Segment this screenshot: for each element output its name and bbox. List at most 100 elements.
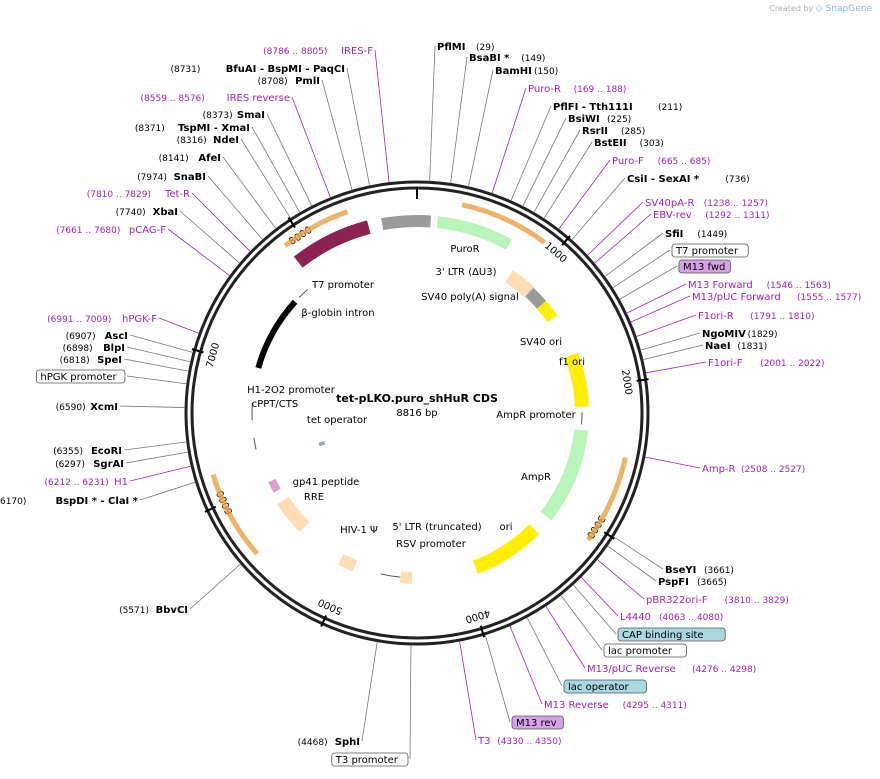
plasmid-size: 8816 bp (396, 408, 437, 419)
site-labels: PflMI(29)BsaBI *(149)BamHI(150)Puro-R(16… (0, 42, 861, 767)
helper-arc-2 (586, 457, 628, 542)
label-pos: (3661) (704, 566, 734, 576)
label-left-21: BspDI * - ClaI *(6170) (0, 496, 139, 507)
label-text: AscI (105, 331, 128, 342)
label-leaders (119, 45, 707, 760)
label-text: pBR322ori-F (646, 595, 708, 606)
label-right-17: F1ori-R(1791 .. 1810) (698, 311, 814, 322)
label-text: NgoMIV (702, 329, 746, 340)
tick-8000 (287, 216, 296, 229)
helper-arc-0 (283, 209, 349, 248)
label-text: XbaI (153, 207, 178, 218)
feature-1 (381, 215, 432, 231)
label-pos: (4330 .. 4350) (497, 737, 561, 747)
leader-right-5 (522, 117, 567, 207)
leader-right-16 (630, 295, 691, 323)
feature-label-1: IRES (389, 239, 412, 250)
label-pos: (1546 .. 1563) (767, 281, 831, 291)
label-box (671, 243, 749, 258)
label-pos: (150) (534, 67, 558, 77)
label-text: PflFI - Tth111I (553, 102, 633, 113)
label-pos: (4063 .. 4080) (659, 613, 723, 623)
label-left-4: SmaI(8373) (203, 110, 265, 121)
leader-right-25 (580, 576, 619, 617)
tick-label-5000: 5000 (317, 596, 345, 616)
feature-4 (525, 287, 547, 309)
feature-label-14: RRE (304, 492, 324, 503)
label-left-5: TspMI - XmaI(8371) (135, 123, 250, 134)
feature-outline-16 (253, 437, 257, 450)
label-left-6: NdeI(8316) (177, 135, 239, 146)
tick-3000 (603, 531, 615, 540)
label-pos: (8141) (159, 154, 189, 164)
label-left-2: PmlI(8708) (258, 76, 320, 87)
label-left-22: BbvCI(5571) (119, 605, 188, 616)
leader-right-31 (484, 634, 511, 723)
label-text: pCAG-F (129, 225, 166, 236)
label-right-14: M13 fwd (678, 259, 731, 274)
label-text: PspFI (658, 577, 689, 588)
label-right-6: RsrII(285) (582, 126, 645, 137)
label-left-19: SgrAI(6297) (55, 459, 124, 470)
label-pos: (8786 .. 8805) (263, 47, 327, 57)
label-right-5: BsiWI (225) (568, 114, 631, 125)
label-left-7: AfeI(8141) (159, 153, 221, 164)
tick-label-7000: 7000 (205, 342, 223, 369)
label-text: F1ori-R (698, 311, 734, 322)
label-text: M13/pUC Forward (692, 292, 781, 303)
label-pos: (1449) (697, 230, 727, 240)
leader-left-19 (125, 451, 189, 464)
label-pos: (3665) (697, 578, 727, 588)
feature-17 (318, 441, 326, 447)
label-right-2: BamHI(150) (495, 66, 558, 77)
leader-left-5 (251, 126, 301, 213)
label-right-10: SV40pA-R(1238 .. 1257) (645, 198, 768, 209)
label-pos: (6590) (56, 403, 86, 413)
leader-left-11 (167, 228, 231, 277)
label-pos: (29) (476, 43, 494, 53)
label-pos: (6991 .. 7009) (47, 315, 111, 325)
label-text: lac operator (568, 682, 629, 693)
label-pos: (1831) (737, 342, 767, 352)
label-text: BsiWI (568, 114, 600, 125)
label-text: NaeI (705, 341, 731, 352)
label-pos: (7661 .. 7680) (56, 226, 120, 236)
label-text: M13/pUC Reverse (587, 664, 676, 675)
feature-label-11: 5' LTR (truncated) (392, 522, 481, 533)
label-text: BamHI (495, 66, 532, 77)
label-right-4: PflFI - Tth111I (211) (553, 102, 682, 113)
leader-right-6 (533, 129, 581, 213)
label-pos: (8316) (177, 136, 207, 146)
label-text: SgrAI (93, 459, 124, 470)
leader-right-14 (619, 265, 678, 300)
leader-right-17 (635, 314, 697, 337)
feature-label-13: HIV-1 Ψ (340, 525, 378, 536)
label-pos: (225) (607, 115, 631, 125)
label-pos: (665 .. 685) (658, 157, 711, 167)
label-right-15: M13 Forward(1546 .. 1563) (688, 280, 831, 291)
label-text: BstEII (594, 138, 627, 149)
label-pos: (211) (658, 103, 682, 113)
tick-5000 (320, 615, 328, 627)
label-right-9: CsiI - SexAI *(736) (627, 174, 750, 185)
leader-right-32 (459, 641, 477, 741)
snapgene-logo: ◇ SnapGene (815, 4, 872, 14)
feature-label-16: cPPT/CTS (252, 399, 298, 410)
label-text: BsaBI * (469, 53, 510, 64)
leader-right-3 (491, 87, 527, 194)
leader-left-23 (361, 641, 378, 742)
label-left-9: Tet-R(7810 .. 7829) (87, 189, 190, 200)
leader-left-3 (291, 96, 331, 198)
label-text: BfuAI - BspMI - PaqCI (226, 64, 345, 75)
label-right-7: BstEII(303) (594, 138, 664, 149)
label-text: EcoRI (91, 446, 122, 457)
label-pos: (4468) (298, 738, 328, 748)
plasmid-name: tet-pLKO.puro_shHuR CDS (336, 392, 498, 405)
label-pos: (3810 .. 3829) (725, 596, 789, 606)
leader-left-13 (129, 334, 194, 353)
label-text: lac promoter (608, 646, 673, 657)
leader-right-28 (545, 605, 586, 669)
label-right-0: PflMI(29) (437, 42, 494, 53)
feature-label-8: AmpR promoter (496, 410, 576, 421)
